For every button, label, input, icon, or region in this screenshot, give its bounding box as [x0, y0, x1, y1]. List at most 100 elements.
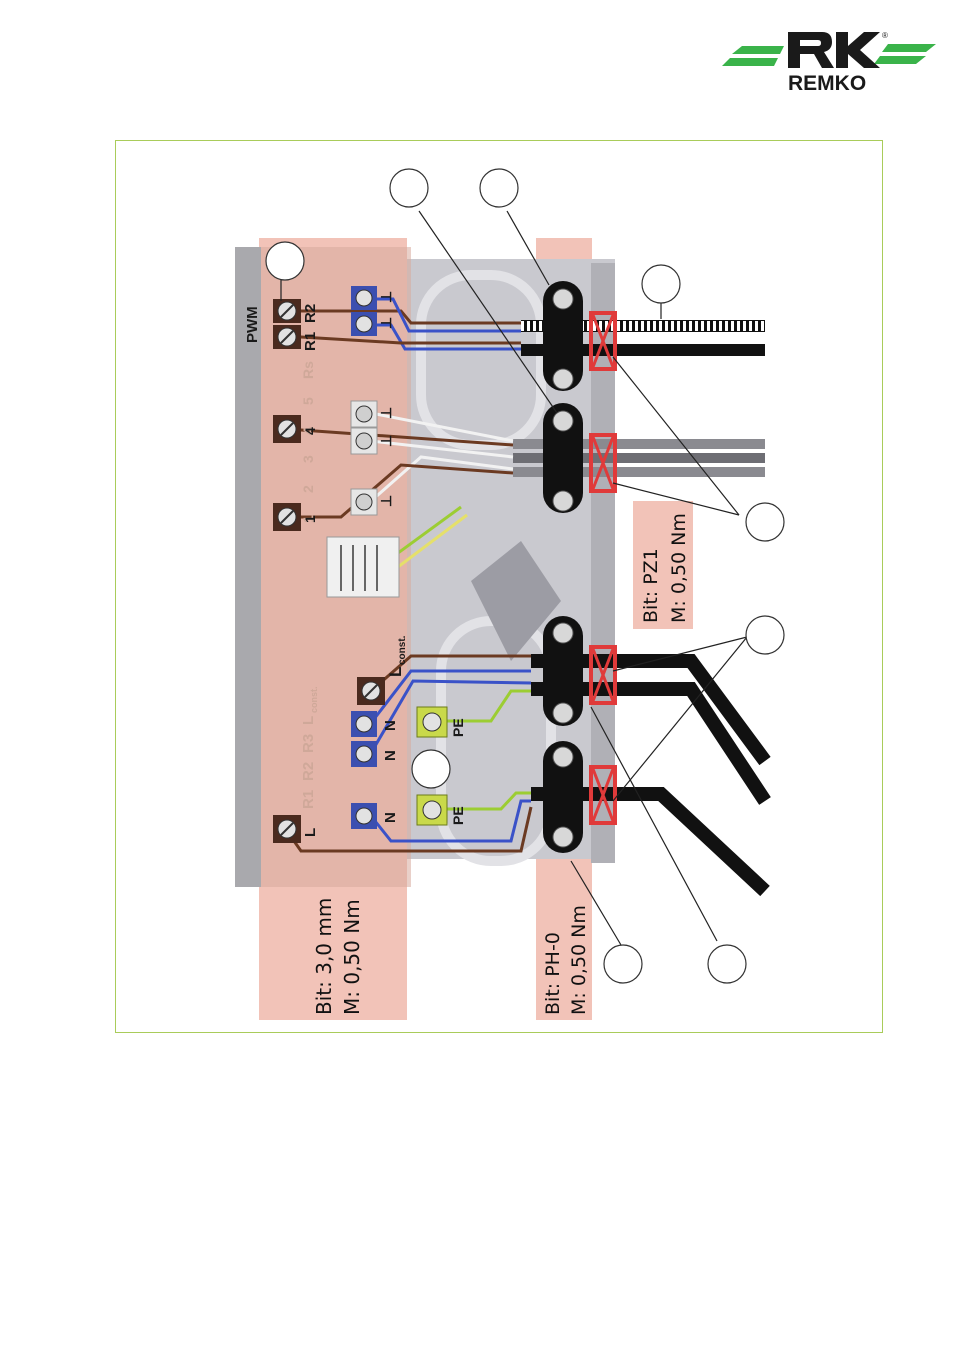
label-blue-top-1: ⊥ — [378, 291, 394, 303]
ghost-label-4: 4 — [300, 427, 316, 435]
wire-blue-top-2 — [373, 323, 521, 351]
clamp-2 — [543, 403, 583, 513]
terminal-r2-slot — [280, 304, 294, 318]
callout-circle-bottom-2 — [707, 944, 747, 984]
logo-stripe-bottom-left — [722, 58, 778, 66]
clamp-2-screw-bottom — [552, 490, 574, 512]
label-n-3: N — [382, 812, 399, 823]
wire-blue-top-1 — [373, 297, 521, 333]
terminal-blue-n2-screw — [355, 745, 373, 763]
cable-group — [513, 320, 771, 897]
wire-yellowgreen-pe1 — [433, 689, 531, 723]
wire-yellowgreen-pe2 — [433, 791, 531, 811]
cable-grey-3 — [513, 467, 765, 477]
wire-white-2 — [370, 439, 514, 459]
terminal-white-1-screw — [355, 405, 373, 423]
terminal-lconst-slot — [364, 684, 378, 698]
leader-lines — [280, 210, 748, 946]
ghost-label-5: 5 — [300, 397, 316, 405]
label-pe-1: PE — [450, 718, 466, 737]
ghost-label-2: 2 — [300, 485, 316, 493]
terminal-white-3-screw — [355, 493, 373, 511]
wire-blue-n3 — [369, 799, 531, 843]
diagram-frame: PWM R1 R2 Rs 5 4 3 2 1 R1 R2 R3 L const. — [115, 140, 883, 1033]
terminal-4-slot — [280, 422, 294, 436]
blue-terminals — [351, 286, 377, 829]
gland-1 — [589, 311, 617, 371]
ghost-label-rs: Rs — [300, 361, 316, 379]
gland-1-cross-b — [591, 314, 615, 368]
leader-mains-b — [612, 636, 748, 802]
callout-circle-top-2 — [479, 168, 519, 208]
leader-top-1 — [418, 210, 558, 414]
gland-3 — [589, 645, 617, 705]
plug-connector-body — [326, 536, 400, 598]
cable-grey-2 — [513, 453, 765, 463]
clamp-3 — [543, 616, 583, 726]
terminal-blue-top-1-screw — [355, 289, 373, 307]
housing-left-rail — [235, 247, 261, 887]
logo-registered-mark: ® — [882, 31, 888, 40]
cable-mains-1 — [531, 654, 771, 766]
label-n-2: N — [382, 750, 399, 761]
white-terminals — [350, 400, 378, 516]
strain-relief-clamps — [543, 281, 583, 853]
callout-circles — [265, 168, 785, 984]
terminal-blue-n1-screw — [355, 715, 373, 733]
cable-glands — [589, 311, 617, 825]
plug-connector — [326, 536, 400, 598]
clamp-4-screw-top — [552, 746, 574, 768]
cable-mains-2 — [531, 682, 771, 805]
terminal-blue-n3-screw — [355, 807, 373, 825]
wire-blue-n1 — [369, 669, 531, 724]
clamp-1-screw-bottom — [552, 368, 574, 390]
housing-diagonal-plate — [471, 541, 561, 661]
callout-circle-gland — [745, 502, 785, 542]
note-left-moment: M: 0,50 Nm — [340, 899, 364, 1015]
gland-4-cross-b — [591, 768, 615, 822]
clamp-3-screw-top — [552, 622, 574, 644]
gland-2 — [589, 433, 617, 493]
pe-terminals — [416, 706, 448, 826]
callout-circle-sensor — [641, 264, 681, 304]
callout-circle-terminal — [265, 241, 305, 281]
leader-gland-b — [612, 482, 740, 516]
callout-circle-bottom-1 — [603, 944, 643, 984]
terminal-blue-top-2-screw — [355, 315, 373, 333]
ghost-label-r2: R2 — [300, 762, 317, 781]
cable-grey-1 — [513, 439, 765, 449]
note-left-bit: Bit: 3,0 mm — [312, 898, 336, 1015]
remko-logo: REMKO ® — [722, 31, 936, 95]
ghost-label-1: 1 — [300, 515, 316, 523]
clamp-1-screw-top — [552, 288, 574, 310]
note-middle-bit: Bit: PH-0 — [542, 932, 564, 1015]
label-pe-2: PE — [450, 806, 466, 825]
logo-stripe-bottom-right — [874, 56, 926, 64]
terminal-white-2-screw — [355, 432, 373, 450]
label-4: 4 — [302, 427, 318, 435]
terminal-1-slot — [280, 510, 294, 524]
label-lconst-main: L — [386, 667, 405, 677]
clamp-2-screw-top — [552, 410, 574, 432]
logo-stripe-top-left — [732, 46, 784, 54]
label-white-3: ⊥ — [378, 495, 394, 507]
ghost-label-lconst-sub: const. — [309, 686, 319, 713]
clamp-4-screw-bottom — [552, 826, 574, 848]
logo-rk-mark — [788, 32, 880, 68]
leader-top-2 — [506, 210, 550, 286]
callout-circle-pe — [411, 749, 451, 789]
terminal-pe-2-screw — [422, 800, 442, 820]
wire-white-3 — [370, 455, 514, 503]
label-l-bottom: L — [302, 828, 319, 837]
callout-circle-top-1 — [389, 168, 429, 208]
label-white-1: ⊥ — [378, 407, 394, 419]
wire-blue-n2 — [369, 679, 532, 754]
logo-stripe-top-right — [882, 44, 936, 52]
terminal-r1-slot — [280, 330, 294, 344]
leader-mains-a — [612, 636, 748, 672]
brown-terminals — [273, 299, 385, 843]
label-white-2: ⊥ — [378, 435, 394, 447]
gland-2-cross-b — [591, 436, 615, 490]
wire-white-1 — [370, 411, 514, 443]
ghost-label-lconst: L — [300, 716, 317, 725]
